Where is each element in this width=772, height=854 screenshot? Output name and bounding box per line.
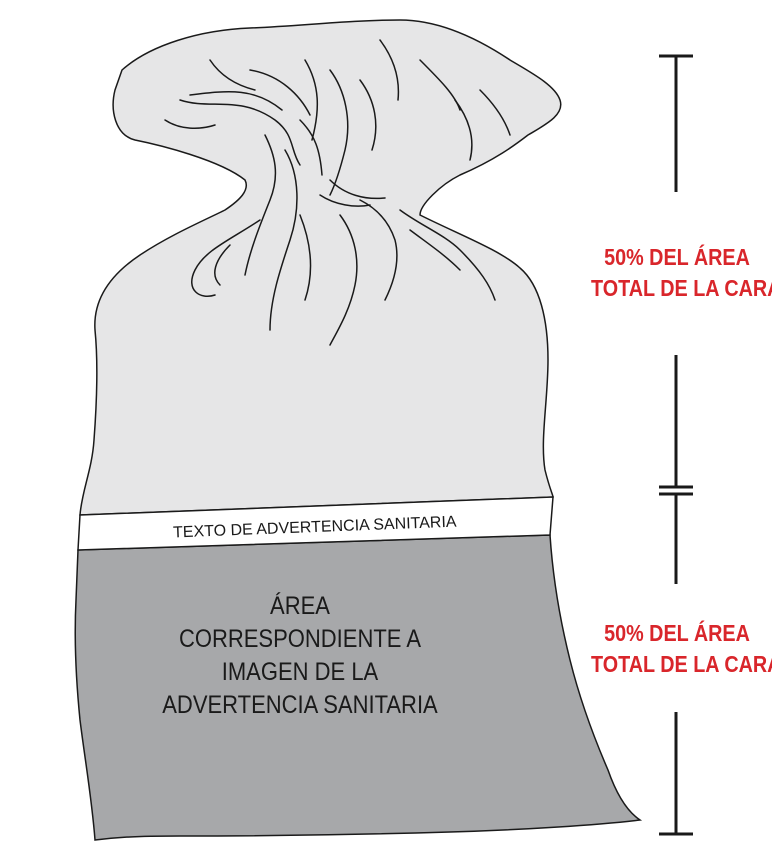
bag-fold-lines [164,39,511,346]
warning-text-band [77,496,554,551]
image-area-shape [74,534,643,841]
image-area-label-line-2: CORRESPONDIENTE A [178,625,422,653]
top-half-label-line-2: TOTAL DE LA CARA [591,275,772,301]
image-area-label-line-4: ADVERTENCIA SANITARIA [162,691,438,719]
top-half-label: 50% DEL ÁREA TOTAL DE LA CARA [591,242,772,304]
top-half-label-line-1: 50% DEL ÁREA [604,244,750,270]
dimension-top-section [659,54,693,836]
image-area-label-line-1: ÁREA [270,592,330,620]
image-area-label-line-3: IMAGEN DE LA [221,658,379,686]
bottom-half-label: 50% DEL ÁREA TOTAL DE LA CARA [591,618,772,680]
bag-upper-body [79,19,562,516]
bottom-half-label-line-2: TOTAL DE LA CARA [591,651,772,677]
image-area-label: ÁREA CORRESPONDIENTE A IMAGEN DE LA ADVE… [124,590,476,722]
bottom-half-label-line-1: 50% DEL ÁREA [604,620,750,646]
